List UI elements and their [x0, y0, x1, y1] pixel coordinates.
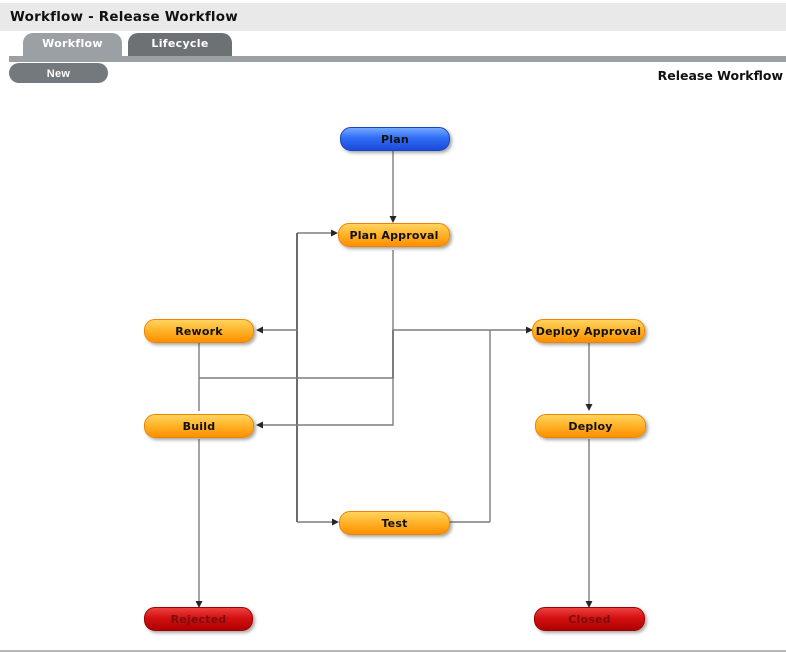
window-title-bar: Workflow - Release Workflow: [0, 2, 786, 31]
workflow-node-closed[interactable]: Closed: [534, 607, 645, 631]
bottom-divider: [0, 650, 786, 652]
connector-into-build: [256, 330, 394, 429]
workflow-node-rework[interactable]: Rework: [144, 319, 254, 343]
workflow-node-rejected[interactable]: Rejected: [144, 607, 253, 631]
workflow-node-plan[interactable]: Plan: [340, 127, 450, 151]
workflow-node-build[interactable]: Build: [144, 414, 254, 438]
workflow-node-test[interactable]: Test: [339, 511, 450, 535]
page-title: Workflow - Release Workflow: [10, 9, 238, 25]
workflow-node-plan-approval[interactable]: Plan Approval: [338, 223, 450, 247]
workflow-node-deploy[interactable]: Deploy: [535, 414, 646, 438]
tab-workflow[interactable]: Workflow: [23, 33, 122, 57]
tab-underline-bar: [9, 56, 786, 62]
new-button[interactable]: New: [9, 63, 108, 83]
workflow-name-label: Release Workflow: [657, 68, 783, 83]
connector-plan-approval-down-and-left: [199, 250, 394, 379]
tab-lifecycle[interactable]: Lifecycle: [128, 33, 232, 57]
workflow-node-deploy-approval[interactable]: Deploy Approval: [532, 319, 645, 343]
